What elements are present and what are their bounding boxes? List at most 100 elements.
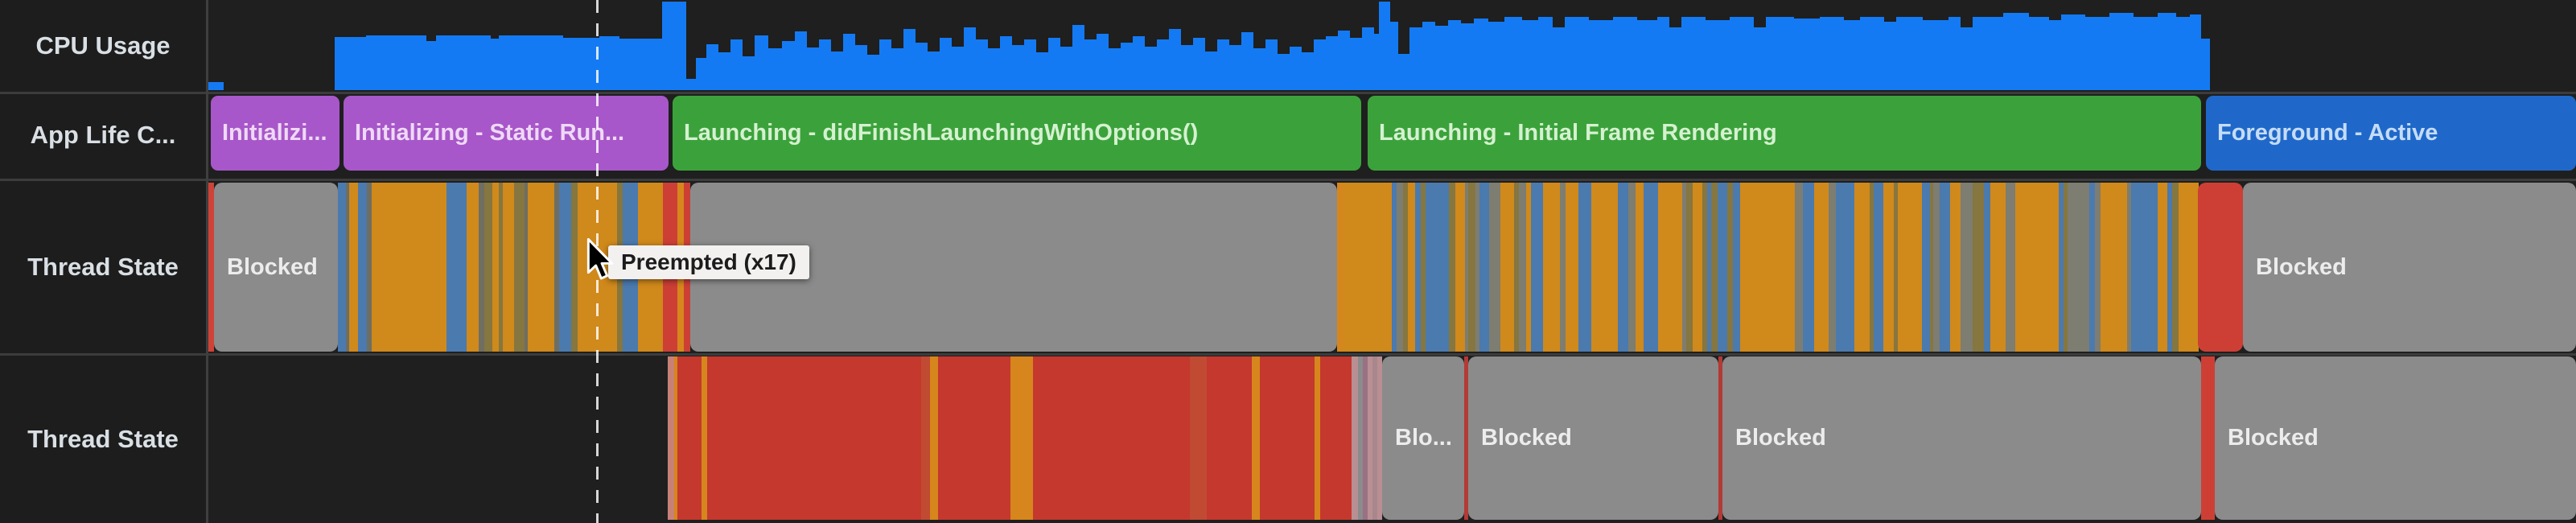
cpu-usage-bar (1097, 34, 1109, 90)
state-stripe (358, 183, 368, 352)
cpu-usage-bar (426, 41, 436, 90)
state-segment[interactable] (2198, 183, 2243, 352)
state-segment[interactable]: Blocked (214, 183, 338, 352)
state-stripe-zone[interactable] (1372, 183, 2199, 352)
state-segment[interactable]: Blo... (1382, 356, 1464, 520)
state-stripe (2081, 183, 2090, 352)
state-stripe (2059, 183, 2064, 352)
state-stripe (1933, 183, 1940, 352)
state-stripe (1543, 183, 1553, 352)
sidebar-row-thread-state-1[interactable]: Thread State (0, 182, 206, 352)
state-stripe (1846, 183, 1856, 352)
state-stripe (1990, 183, 2007, 352)
lifecycle-segment[interactable]: Initializi... (211, 96, 339, 171)
state-stripe (1468, 183, 1476, 352)
state-segment[interactable] (1464, 356, 1468, 520)
state-stripe-zone[interactable] (674, 356, 1346, 520)
sidebar-row-cpu-usage[interactable]: CPU Usage (0, 0, 206, 92)
lifecycle-segment[interactable]: Initializing - Static Run... (344, 96, 669, 171)
state-stripe (1443, 183, 1450, 352)
state-stripe (2179, 183, 2194, 352)
state-segment[interactable]: Blocked (1722, 356, 2201, 520)
state-segment[interactable]: Blocked (1468, 356, 1718, 520)
cpu-usage-bar (1488, 22, 1504, 90)
state-stripe (564, 183, 572, 352)
state-segment[interactable] (2201, 356, 2215, 520)
thread-state-track-1[interactable]: Blocked Blocked (0, 183, 2576, 352)
state-stripe (484, 183, 493, 352)
cpu-usage-bar (755, 35, 768, 90)
sidebar-row-app-lifecycle[interactable]: App Life C... (0, 95, 206, 175)
state-stripe (1525, 183, 1532, 352)
app-lifecycle-track[interactable]: Initializi... Initializing - Static Run..… (0, 96, 2576, 171)
state-stripe (372, 183, 386, 352)
state-stripe (2130, 183, 2138, 352)
state-segment[interactable] (1718, 356, 1722, 520)
cpu-usage-bar (903, 29, 916, 90)
state-stripe (1260, 356, 1315, 520)
state-stripe (2035, 183, 2045, 352)
state-stripe (1018, 356, 1027, 520)
state-stripe (1673, 183, 1683, 352)
state-stripe (2171, 183, 2180, 352)
cpu-usage-bar (1461, 23, 1474, 90)
cpu-usage-bar (1538, 17, 1553, 90)
cpu-usage-bar (928, 51, 940, 90)
cpu-usage-bar (1241, 32, 1253, 90)
cpu-usage-bar (1379, 2, 1390, 90)
state-stripe (1977, 183, 1985, 352)
state-stripe (446, 183, 456, 352)
state-stripe (1144, 356, 1191, 520)
cpu-usage-bar (1669, 27, 1681, 90)
state-stripe (1433, 183, 1444, 352)
state-stripe (1449, 183, 1456, 352)
lifecycle-segment[interactable]: Foreground - Active (2206, 96, 2576, 171)
cpu-usage-bar (1278, 54, 1290, 90)
state-stripe (577, 183, 591, 352)
cpu-usage-bar (988, 48, 1000, 90)
cpu-usage-bar (619, 39, 662, 90)
cpu-usage-bar (1923, 20, 1948, 90)
state-stripe (1921, 183, 1931, 352)
cpu-usage-bar (782, 41, 795, 90)
state-stripe (1894, 183, 1899, 352)
state-segment[interactable] (208, 183, 214, 352)
state-segment-label: Blocked (2228, 425, 2319, 451)
state-segment-label: Blo... (1395, 425, 1452, 451)
cpu-usage-bar (1522, 20, 1538, 90)
cpu-usage-bar (491, 39, 499, 90)
state-stripe (1408, 183, 1416, 352)
state-stripe (757, 356, 819, 520)
state-stripe (1372, 183, 1381, 352)
cpu-usage-bar (1205, 51, 1217, 90)
track-header-sidebar: CPU Usage App Life C... Thread State Thr… (0, 0, 206, 523)
state-stripe (553, 183, 560, 352)
cursor-arrow-icon (586, 237, 614, 280)
state-stripe (1348, 183, 1360, 352)
state-stripe (1883, 183, 1895, 352)
state-stripe (499, 183, 504, 352)
cpu-usage-bar (730, 39, 743, 90)
state-stripe (1464, 183, 1469, 352)
lifecycle-segment[interactable]: Launching - Initial Frame Rendering (1368, 96, 2201, 171)
state-stripe (513, 183, 521, 352)
state-stripe (1652, 183, 1659, 352)
state-segment[interactable]: Blocked (2243, 183, 2576, 352)
state-stripe (528, 183, 542, 352)
state-stripe (1706, 183, 1712, 352)
state-stripe (1571, 183, 1579, 352)
state-stripe-zone[interactable] (1337, 183, 1373, 352)
state-stripe (1337, 183, 1344, 352)
state-stripe (1352, 356, 1358, 520)
cpu-usage-track[interactable] (0, 0, 2576, 92)
lifecycle-segment[interactable]: Launching - didFinishLaunchingWithOption… (673, 96, 1361, 171)
state-segment[interactable]: Blocked (2215, 356, 2576, 520)
sidebar-row-thread-state-2[interactable]: Thread State (0, 356, 206, 523)
lifecycle-segment-label: Initializing - Static Run... (355, 120, 625, 146)
cpu-usage-bar (599, 36, 619, 90)
state-stripe (1032, 356, 1089, 520)
state-stripe (455, 183, 464, 352)
cpu-usage-bar (1844, 20, 1860, 90)
state-stripe (1530, 183, 1537, 352)
